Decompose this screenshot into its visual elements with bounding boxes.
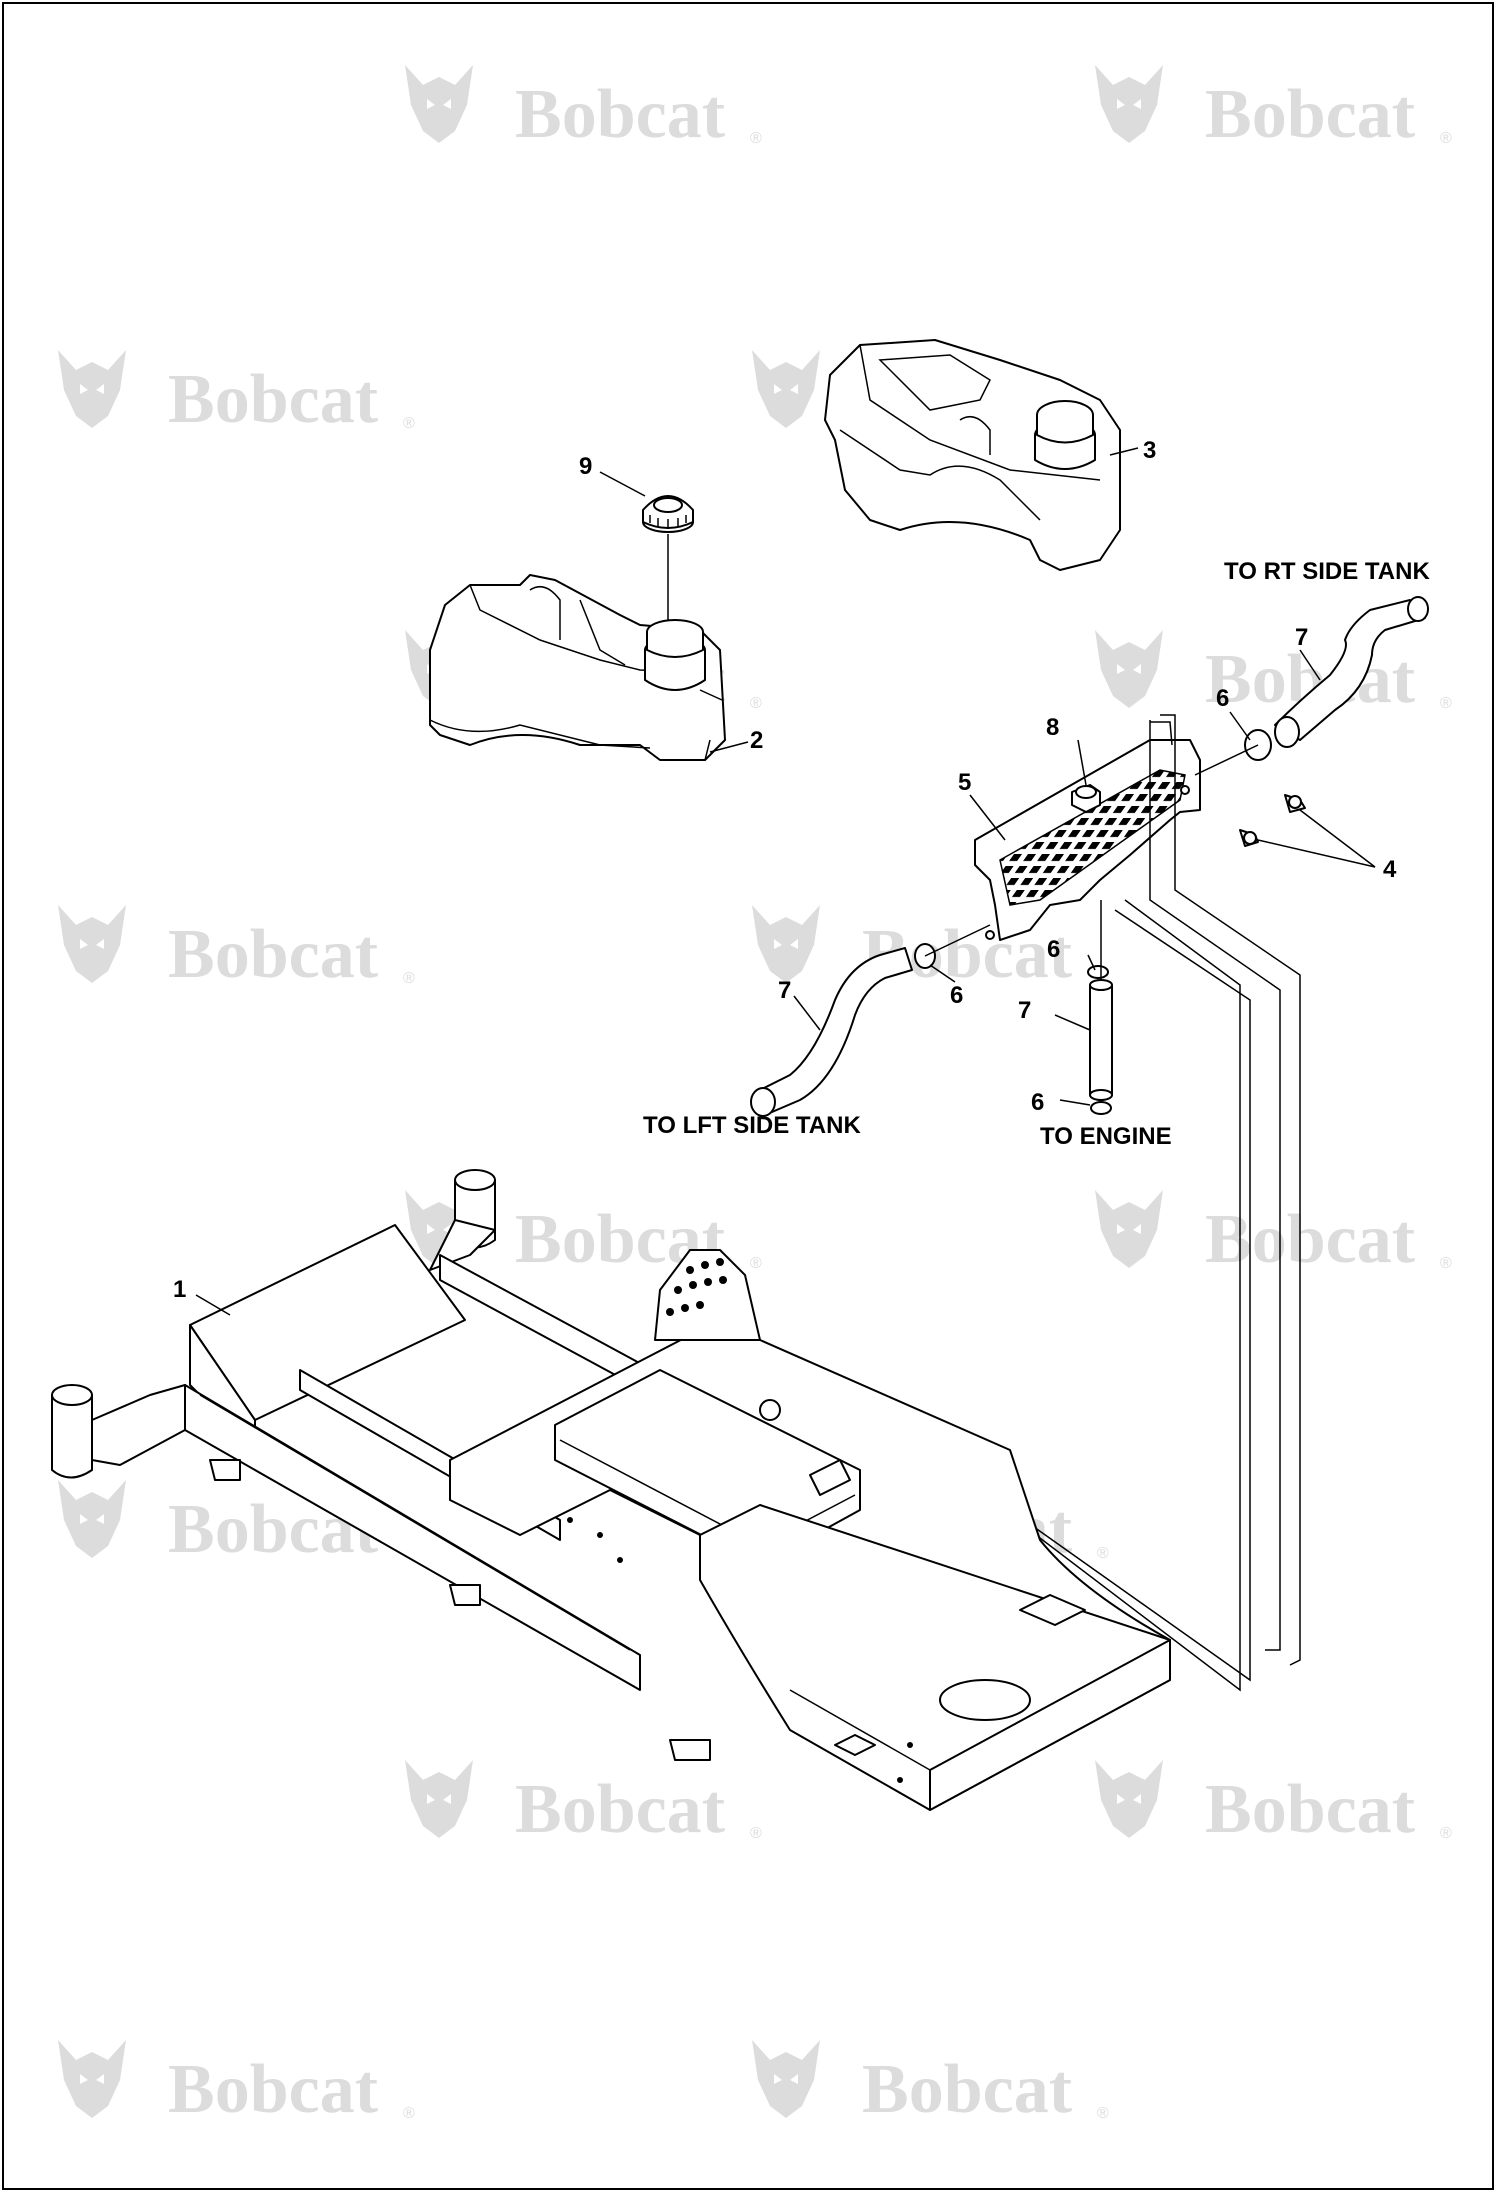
watermark: Bobcat ® xyxy=(58,2040,415,2128)
svg-text:Bobcat: Bobcat xyxy=(1205,1771,1415,1848)
svg-text:Bobcat: Bobcat xyxy=(1205,1201,1415,1278)
watermark: Bobcat ® xyxy=(1095,65,1452,153)
hose-engine-part xyxy=(1089,979,1113,1101)
svg-text:Bobcat: Bobcat xyxy=(515,1771,725,1848)
fuel-cap-part xyxy=(642,495,694,620)
svg-text:Bobcat: Bobcat xyxy=(168,2051,378,2128)
svg-text:Bobcat: Bobcat xyxy=(515,76,725,153)
svg-text:®: ® xyxy=(1440,1255,1452,1272)
callout-8: 8 xyxy=(1046,714,1059,741)
svg-text:®: ® xyxy=(750,130,762,147)
svg-text:®: ® xyxy=(403,970,415,987)
watermark: Bobcat ® xyxy=(58,350,415,438)
watermark: Bobcat ® xyxy=(405,1760,762,1848)
svg-text:®: ® xyxy=(1097,1545,1109,1562)
watermark: Bobcat ® xyxy=(405,65,762,153)
callout-1: 1 xyxy=(173,1276,186,1303)
left-fuel-tank-part xyxy=(429,574,726,761)
callout-9: 9 xyxy=(579,453,592,480)
svg-text:Bobcat: Bobcat xyxy=(1205,76,1415,153)
svg-text:®: ® xyxy=(750,695,762,712)
leader-lines xyxy=(195,447,1376,1316)
svg-text:®: ® xyxy=(1440,695,1452,712)
watermark: Bobcat ® xyxy=(58,905,415,993)
note-to-lft-side-tank: TO LFT SIDE TANK xyxy=(643,1112,861,1139)
hose-left-part xyxy=(750,947,913,1117)
svg-text:®: ® xyxy=(1440,1825,1452,1842)
callout-7a: 7 xyxy=(1295,624,1308,651)
adjuster-holes xyxy=(666,1258,727,1316)
routing-notes: TO RT SIDE TANK TO LFT SIDE TANK TO ENGI… xyxy=(643,558,1430,1150)
svg-text:®: ® xyxy=(1440,130,1452,147)
valve-fitting-part xyxy=(1071,784,1101,813)
watermark: Bobcat ® xyxy=(752,2040,1109,2128)
note-to-rt-side-tank: TO RT SIDE TANK xyxy=(1224,558,1430,585)
svg-text:Bobcat: Bobcat xyxy=(168,361,378,438)
svg-text:®: ® xyxy=(750,1825,762,1842)
svg-text:®: ® xyxy=(750,1255,762,1272)
bracket-plate-part xyxy=(974,721,1201,941)
svg-text:®: ® xyxy=(403,2105,415,2122)
hose-right-part xyxy=(1274,596,1429,748)
svg-text:Bobcat: Bobcat xyxy=(862,2051,1072,2128)
callout-6d: 6 xyxy=(1031,1089,1044,1116)
svg-text:®: ® xyxy=(403,415,415,432)
callout-6b: 6 xyxy=(950,982,963,1009)
callout-6a: 6 xyxy=(1216,685,1229,712)
callout-5: 5 xyxy=(958,769,971,796)
assembly-lines xyxy=(924,714,1301,1692)
right-fuel-tank-part xyxy=(824,339,1121,571)
note-to-engine: TO ENGINE xyxy=(1040,1123,1172,1150)
watermark: Bobcat® xyxy=(1095,630,1452,718)
callouts: 1 2 3 4 5 6 6 6 6 7 7 7 8 9 xyxy=(173,437,1397,1303)
svg-text:Bobcat: Bobcat xyxy=(168,916,378,993)
bolt-parts xyxy=(1239,794,1306,847)
callout-2: 2 xyxy=(750,727,763,754)
callout-7c: 7 xyxy=(1018,997,1031,1024)
watermark: Bobcat ® xyxy=(1095,1760,1452,1848)
callout-3: 3 xyxy=(1143,437,1156,464)
callout-6c: 6 xyxy=(1047,936,1060,963)
callout-4: 4 xyxy=(1383,856,1397,883)
watermark: Bobcat ® xyxy=(1095,1190,1452,1278)
callout-7b: 7 xyxy=(778,977,791,1004)
svg-text:®: ® xyxy=(1097,2105,1109,2122)
main-frame-part xyxy=(51,1169,1171,1811)
